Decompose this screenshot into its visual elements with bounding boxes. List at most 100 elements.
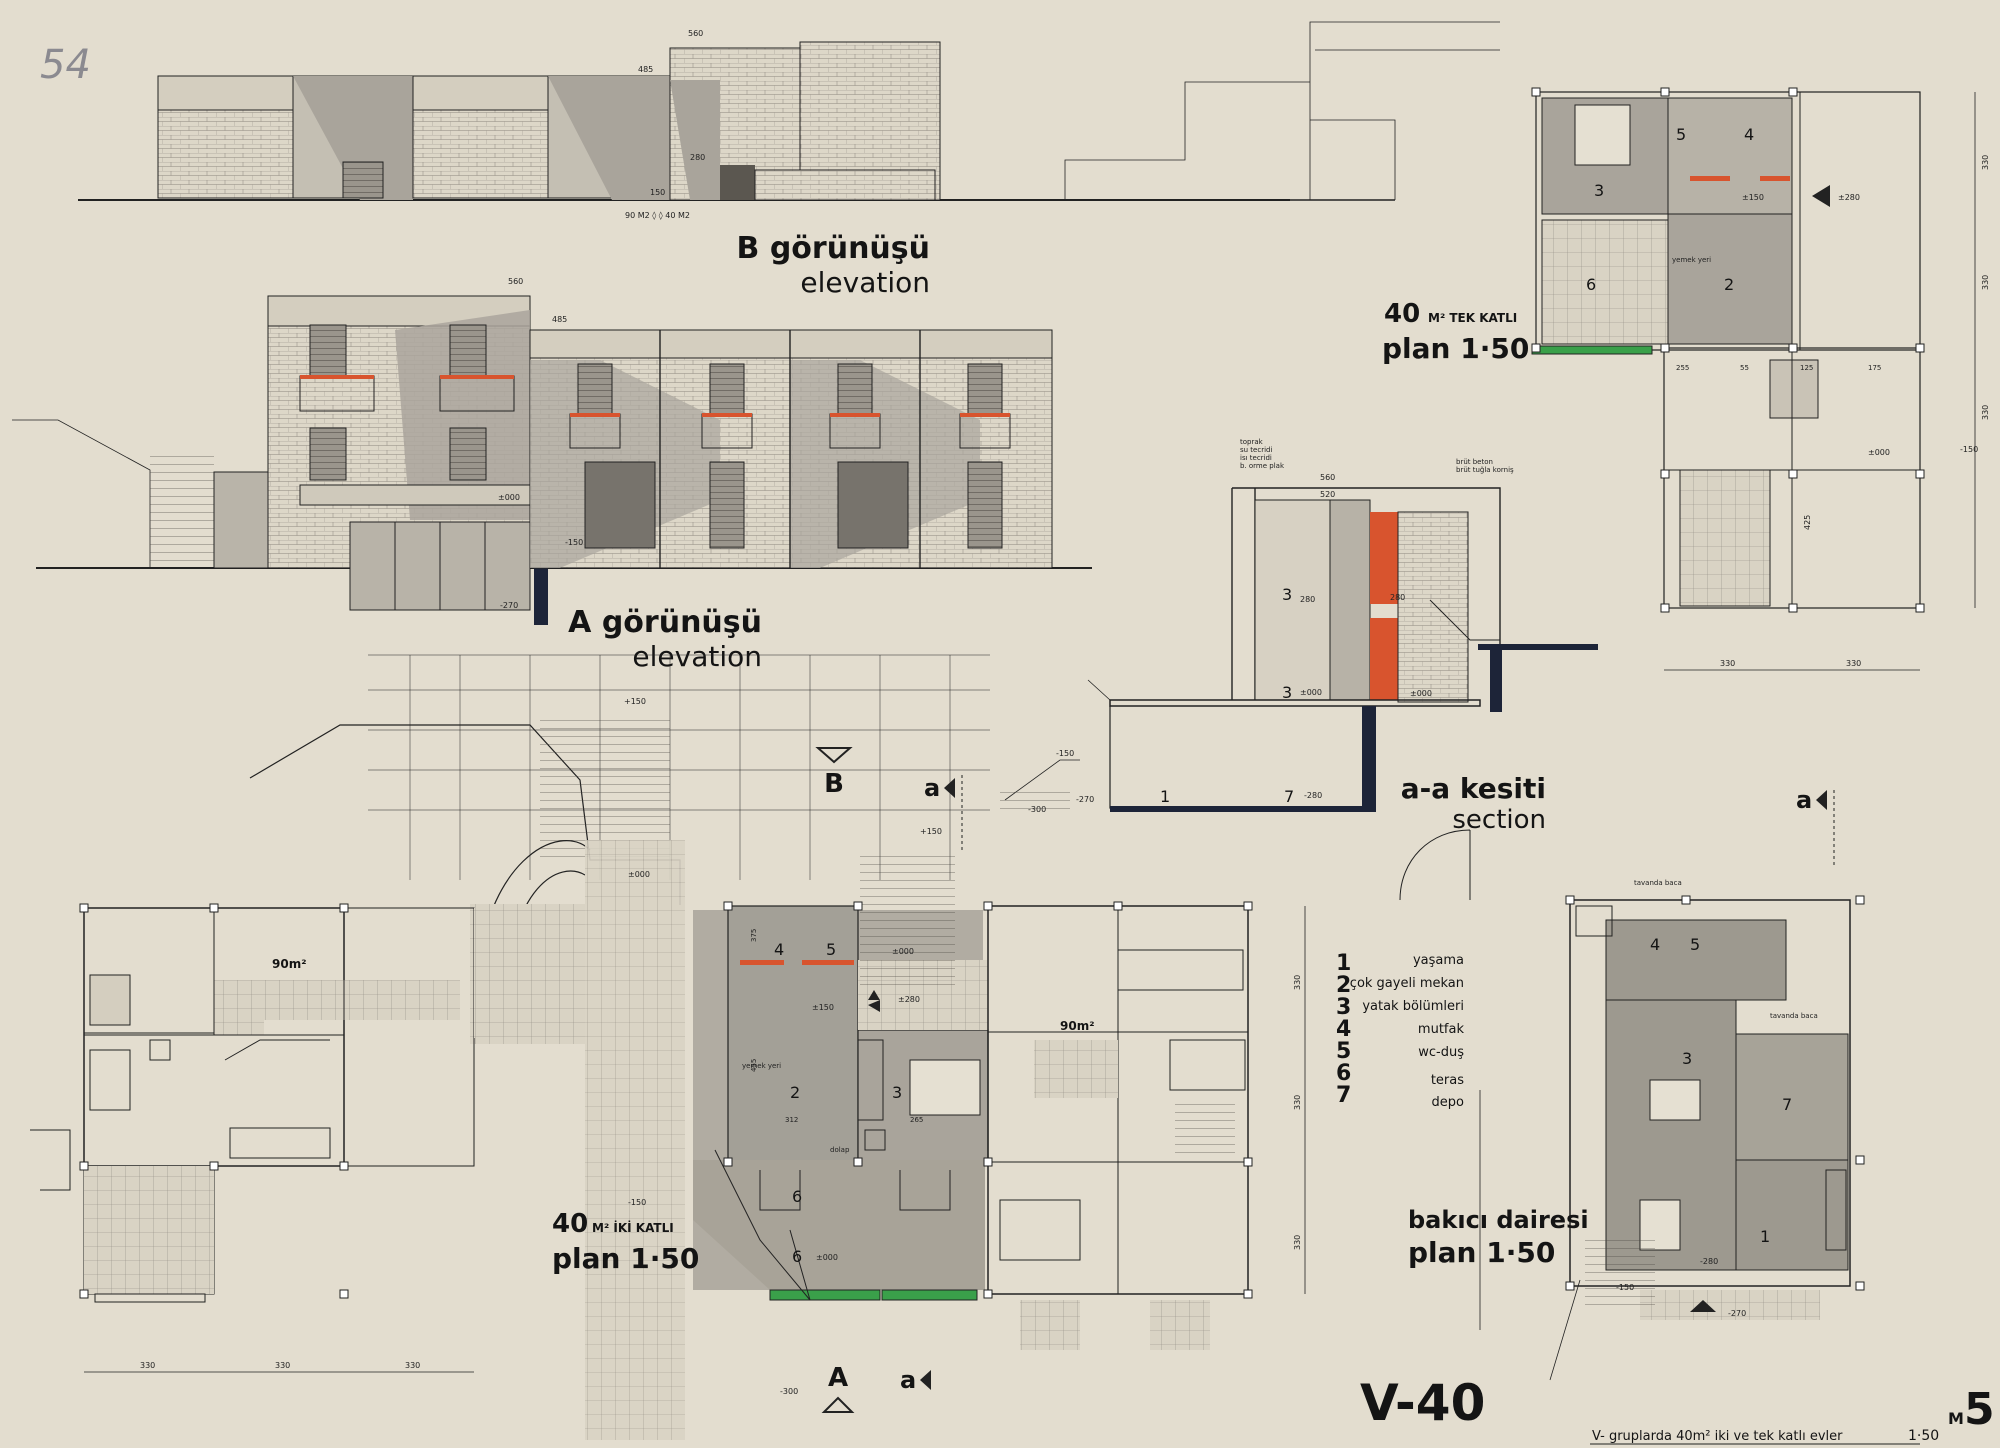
room-number: 2 — [1724, 275, 1734, 294]
section-note: brüt tuğla korniş — [1456, 466, 1514, 474]
room-number: 5 — [826, 940, 836, 959]
section-a-a: toprak su tecridi isı tecridi b. orme pl… — [1000, 438, 1598, 814]
plan-double-unit: M² İKİ KATLI — [592, 1220, 674, 1235]
plan-double-area: 40 — [552, 1209, 588, 1239]
dim-label: 455 — [750, 1059, 758, 1072]
level-label: -270 — [1728, 1309, 1746, 1318]
dim-label: 150 — [650, 188, 665, 197]
level-label: -150 — [565, 538, 583, 547]
room-note: tavanda baca — [1634, 879, 1682, 887]
dim-label: 560 — [508, 277, 523, 286]
plan-single-storey: 3 5 4 6 2 yemek yeri ±150 ±280 ±000 -150… — [1531, 87, 1990, 671]
room-number: 5 — [1676, 125, 1686, 144]
level-label: ±150 — [1742, 193, 1764, 202]
room-note: yemek yeri — [1672, 256, 1711, 264]
level-label: ±280 — [1838, 193, 1860, 202]
legend-number: 3 — [1336, 995, 1351, 1020]
plan-caretaker-scale: plan 1·50 — [1408, 1236, 1555, 1269]
dim-label: 485 — [552, 315, 567, 324]
plan-double-scale: plan 1·50 — [552, 1242, 699, 1275]
room-number: 6 — [792, 1187, 802, 1206]
legend-number: 4 — [1336, 1017, 1351, 1042]
plan-single-unit: M² TEK KATLI — [1428, 311, 1517, 325]
level-label: -150 — [1960, 445, 1978, 454]
room-number: 4 — [1744, 125, 1754, 144]
structural-columns — [1531, 87, 1925, 613]
room-number: 7 — [1782, 1095, 1792, 1114]
legend-number: 2 — [1336, 973, 1351, 998]
dim-label: 425 — [1803, 515, 1812, 530]
room-number: 5 — [1690, 935, 1700, 954]
level-label: -280 — [1304, 791, 1322, 800]
dim-label: 330 — [275, 1361, 290, 1370]
footer-scale: 1·50 — [1908, 1428, 1939, 1444]
elevation-note: 90 M2 ◊ ◊ 40 M2 — [625, 211, 690, 220]
legend-number: 1 — [1336, 951, 1351, 976]
dim-label: 330 — [140, 1361, 155, 1370]
section-note: toprak — [1240, 438, 1264, 446]
sheet-mark: 54 — [40, 42, 91, 88]
level-label: -150 — [1056, 749, 1074, 758]
dim-label: 175 — [1868, 364, 1881, 372]
room-number: 3 — [1282, 585, 1292, 604]
dim-label: 330 — [1293, 975, 1302, 990]
footer-note: V- gruplarda 40m² iki ve tek katlı evler — [1592, 1429, 1843, 1444]
level-label: +150 — [624, 697, 646, 706]
section-marker: a — [900, 1366, 916, 1394]
room-number: 7 — [1284, 787, 1294, 806]
room-number: 3 — [1282, 683, 1292, 702]
level-label: ±000 — [498, 493, 520, 502]
legend-number: 7 — [1336, 1083, 1351, 1108]
level-label: ±000 — [628, 870, 650, 879]
legend-item: teras — [1431, 1073, 1464, 1088]
dim-label: 375 — [750, 929, 758, 942]
view-marker-b: B — [824, 769, 844, 799]
dim-label: 560 — [688, 29, 703, 38]
elevation-b-title: B görünüşü — [737, 231, 930, 266]
plan-two-storey: 330 330 330 330 330 330 312 265 375 455 … — [30, 654, 1306, 1440]
level-label: ±000 — [1868, 448, 1890, 457]
plan-single-area: 40 — [1384, 299, 1420, 329]
level-label: ±280 — [898, 995, 920, 1004]
dim-label: 312 — [785, 1116, 798, 1124]
dim-label: 280 — [1390, 593, 1405, 602]
room-number: 4 — [774, 940, 784, 959]
sheet-code: V-40 — [1360, 1374, 1485, 1432]
room-note: yemek yeri — [742, 1062, 781, 1070]
section-marker: a — [1796, 786, 1812, 814]
legend-item: yaşama — [1413, 953, 1464, 968]
elevation-b: 280 150 560 485 90 M2 ◊ ◊ 40 M2 — [78, 21, 1500, 220]
level-label: -280 — [1700, 1257, 1718, 1266]
section-marker: a — [924, 774, 940, 802]
level-label: ±000 — [1410, 689, 1432, 698]
section-note: isı tecridi — [1240, 454, 1272, 462]
room-number: 2 — [790, 1083, 800, 1102]
room-number: 3 — [1682, 1049, 1692, 1068]
dim-label: 485 — [638, 65, 653, 74]
elevation-a: 560 485 ±000 -150 -270 — [12, 277, 1092, 625]
elevation-a-subtitle: elevation — [632, 640, 762, 673]
dim-label: 280 — [1300, 595, 1315, 604]
dim-label: 330 — [1293, 1235, 1302, 1250]
level-label: ±000 — [1300, 688, 1322, 697]
view-marker-a: A — [828, 1363, 848, 1393]
room-note: tavanda baca — [1770, 1012, 1818, 1020]
room-number: 1 — [1160, 787, 1170, 806]
dim-label: 255 — [1676, 364, 1689, 372]
level-label: -150 — [628, 1198, 646, 1207]
level-label: -300 — [780, 1387, 798, 1396]
legend-item: depo — [1432, 1095, 1465, 1110]
room-number: 6 — [1586, 275, 1596, 294]
level-label: -300 — [1028, 805, 1046, 814]
section-title: a-a kesiti — [1401, 772, 1546, 805]
room-legend: 1 2 3 4 5 6 7 yaşama çok gayeli mekan ya… — [1336, 951, 1464, 1110]
plan-single-scale: plan 1·50 — [1382, 332, 1529, 365]
level-label: -150 — [1616, 1283, 1634, 1292]
level-label: ±000 — [892, 947, 914, 956]
section-note: su tecridi — [1240, 446, 1272, 454]
area-label: 90m² — [272, 957, 306, 971]
legend-item: wc-duş — [1418, 1045, 1464, 1060]
dim-label: 280 — [690, 153, 705, 162]
